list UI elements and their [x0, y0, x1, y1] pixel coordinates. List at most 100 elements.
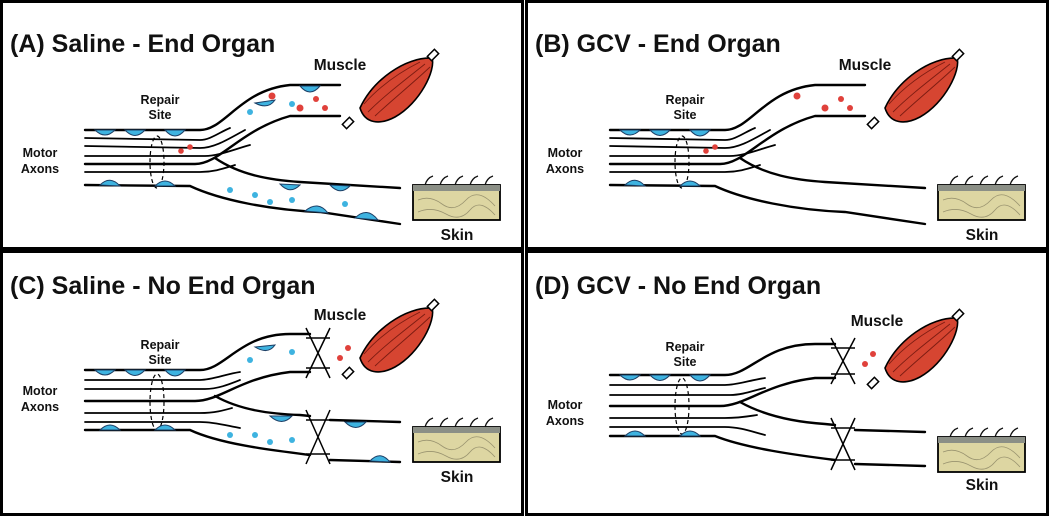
motor-axon — [609, 127, 756, 141]
axons-label-line-1: Motor — [548, 398, 583, 412]
muscle-fiber — [888, 321, 946, 365]
nerve-outline-branch-crotch — [738, 400, 837, 427]
debris-dot — [296, 104, 304, 112]
axons-label-line-2: Axons — [21, 162, 59, 176]
muscle-fiber — [888, 61, 946, 105]
skin-label: Skin — [441, 227, 474, 244]
schwann-cell — [153, 180, 177, 187]
skin-hair — [424, 417, 434, 428]
nerve-diagram — [608, 83, 927, 226]
skin-surface — [938, 437, 1025, 443]
nerve-outline-lower — [608, 183, 927, 226]
nerve-outline-lower — [608, 434, 837, 462]
nerve-outline-branch-inner — [608, 376, 837, 408]
axons-label-line-1: Motor — [548, 146, 583, 160]
nerve-distal-stump — [853, 428, 927, 434]
panel-d: (D) GCV - No End Organ — [525, 250, 1049, 516]
skin-label: Skin — [966, 227, 999, 244]
axons-label-line-1: Motor — [23, 384, 58, 398]
motor-axon — [609, 129, 771, 149]
panel-title: (B) GCV - End Organ — [535, 30, 781, 58]
tendon-top — [951, 308, 965, 322]
panel-title: (A) Saline - End Organ — [10, 30, 275, 58]
schwann-cell — [623, 430, 647, 437]
nerve-outline-branch-crotch — [738, 156, 927, 190]
axons-label-line-1: Motor — [23, 146, 58, 160]
debris-dot — [187, 144, 193, 150]
skin-icon — [412, 417, 501, 463]
nerve-outline-upper — [83, 332, 312, 372]
schwann-cell — [163, 369, 187, 377]
debris-dot — [847, 105, 853, 111]
muscle-icon — [866, 48, 965, 130]
schwann-dot — [342, 201, 348, 207]
skin-hair — [964, 427, 974, 438]
skin-hair — [439, 417, 449, 428]
skin-hair — [979, 175, 989, 186]
muscle-fiber — [892, 63, 951, 113]
schwann-cell — [328, 184, 352, 192]
repair-label-line-2: Site — [674, 108, 697, 122]
repair-label-line-2: Site — [674, 355, 697, 369]
skin-hair — [979, 427, 989, 438]
schwann-cell — [153, 424, 177, 431]
skin-hair — [424, 175, 434, 186]
debris-dot — [322, 105, 328, 111]
muscle-label: Muscle — [314, 307, 367, 324]
motor-axon — [84, 379, 241, 390]
schwann-cell — [98, 424, 122, 431]
skin-texture — [417, 194, 496, 209]
muscle-fiber — [367, 63, 426, 113]
muscle-label: Muscle — [314, 57, 367, 74]
muscle-icon — [341, 298, 440, 380]
skin-surface — [413, 185, 500, 191]
muscle-label: Muscle — [851, 313, 904, 330]
motor-axon — [609, 426, 766, 436]
tendon-top — [951, 48, 965, 62]
axons-label-line-2: Axons — [546, 414, 584, 428]
nerve-outline-branch-inner — [608, 114, 867, 166]
ligature-icon — [305, 409, 331, 465]
nerve-distal-stump — [853, 462, 927, 468]
muscle-fiber — [374, 66, 431, 117]
panel-c: (C) Saline - No End Organ — [0, 250, 524, 516]
skin-texture — [417, 204, 496, 218]
muscle-body — [884, 317, 959, 383]
schwann-dot — [252, 432, 258, 438]
debris-dot — [870, 351, 876, 357]
schwann-cell — [618, 374, 642, 381]
panel-title: (D) GCV - No End Organ — [535, 272, 821, 300]
axons-label-line-2: Axons — [21, 400, 59, 414]
motor-axon — [84, 371, 241, 381]
nerve-diagram — [83, 327, 402, 465]
panel-title: (C) Saline - No End Organ — [10, 272, 316, 300]
skin-surface — [413, 427, 500, 433]
schwann-cell — [678, 180, 702, 187]
nerve-diagram — [83, 83, 402, 226]
muscle-label: Muscle — [839, 57, 892, 74]
motor-axon — [84, 129, 246, 149]
nerve-outline-lower — [83, 428, 312, 457]
skin-hair — [469, 175, 479, 186]
debris-dot — [345, 345, 351, 351]
skin-texture — [942, 456, 1021, 470]
muscle-body — [359, 57, 434, 123]
nerve-outline-branch-inner — [83, 370, 312, 403]
muscle-icon — [866, 308, 965, 390]
motor-axon — [84, 407, 233, 414]
debris-dot — [337, 355, 343, 361]
schwann-cell — [268, 415, 294, 422]
skin-hair — [949, 427, 959, 438]
repair-label-line-1: Repair — [141, 338, 180, 352]
schwann-cell — [298, 85, 322, 93]
nerve-outline-branch-crotch — [213, 394, 312, 418]
schwann-cell — [648, 129, 672, 136]
debris-dot — [712, 144, 718, 150]
skin-hair — [949, 175, 959, 186]
skin-hair — [994, 175, 1004, 186]
schwann-dot — [289, 197, 295, 203]
ligature-icon — [830, 417, 856, 471]
muscle-fiber — [892, 323, 951, 373]
muscle-fiber — [367, 313, 426, 363]
schwann-cell — [163, 129, 187, 137]
